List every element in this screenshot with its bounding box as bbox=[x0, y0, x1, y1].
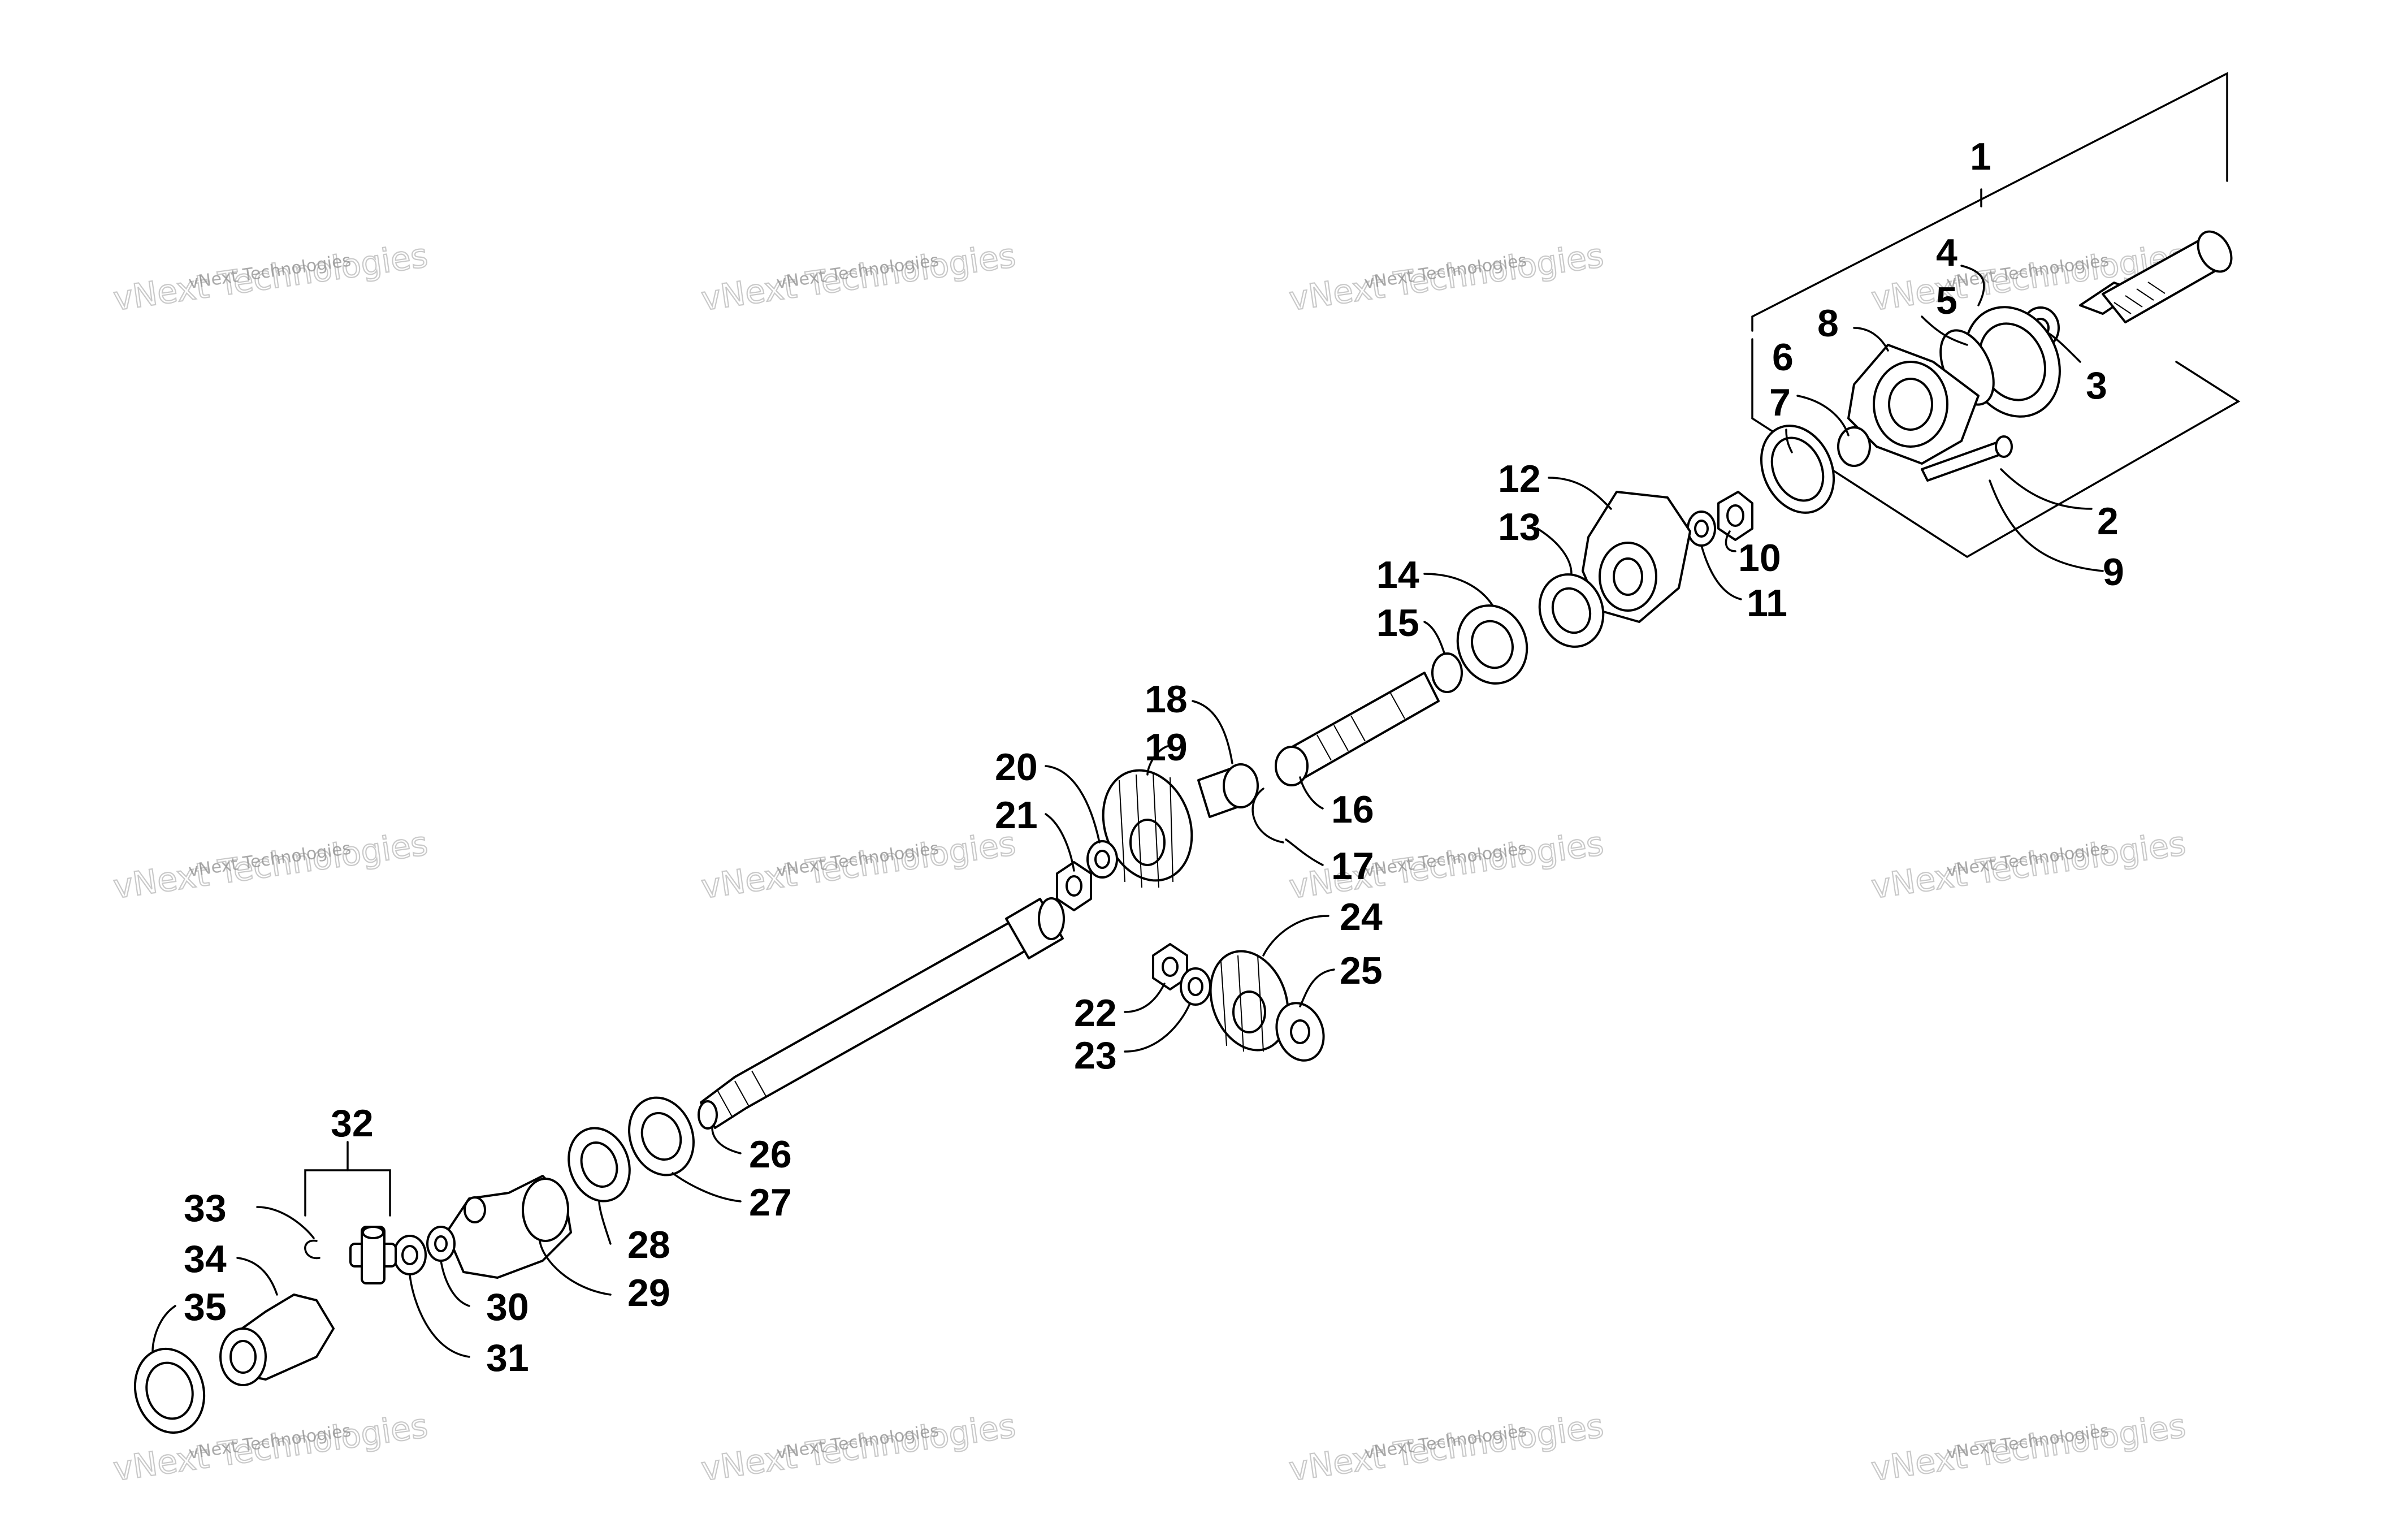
leader-lines bbox=[151, 265, 2104, 1358]
callout-15: 15 bbox=[1376, 602, 1419, 644]
callout-28: 28 bbox=[627, 1223, 670, 1266]
part-shaft-upper bbox=[2079, 230, 2233, 323]
callout-35: 35 bbox=[184, 1286, 227, 1329]
callout-6: 6 bbox=[1772, 336, 1794, 379]
callout-27: 27 bbox=[749, 1181, 792, 1224]
part-circlip-17 bbox=[1251, 788, 1284, 843]
callout-11: 11 bbox=[1747, 582, 1787, 625]
part-yoke-29 bbox=[445, 1175, 572, 1279]
part-bolt-9 bbox=[1921, 435, 2013, 482]
bracket-item-1 bbox=[1751, 72, 2228, 332]
callout-5: 5 bbox=[1936, 279, 1957, 322]
part-bearing-13 bbox=[1538, 573, 1605, 648]
part-washer-30 bbox=[426, 1226, 456, 1262]
callout-25: 25 bbox=[1340, 949, 1383, 992]
callout-21: 21 bbox=[995, 794, 1038, 837]
group-brackets bbox=[304, 72, 2241, 1217]
callout-2: 2 bbox=[2097, 500, 2119, 543]
part-bearing-28 bbox=[568, 1127, 631, 1202]
part-cap-31 bbox=[393, 1235, 427, 1275]
part-ring-15 bbox=[1431, 652, 1463, 693]
callout-32: 32 bbox=[331, 1102, 374, 1145]
part-ujoint-cross-32 bbox=[349, 1226, 397, 1284]
part-bearing-27 bbox=[628, 1096, 695, 1176]
callout-12: 12 bbox=[1498, 457, 1541, 500]
callout-29: 29 bbox=[627, 1271, 670, 1314]
part-seal-7 bbox=[1760, 425, 1835, 514]
part-pinion-gear-24 bbox=[1209, 950, 1289, 1052]
part-drive-shaft-26 bbox=[698, 897, 1065, 1130]
bracket-item-32 bbox=[304, 1169, 391, 1217]
callout-17: 17 bbox=[1331, 845, 1374, 888]
callout-19: 19 bbox=[1145, 726, 1188, 769]
part-bevel-gear-19 bbox=[1102, 769, 1193, 888]
part-nut-10 bbox=[1717, 491, 1753, 541]
callout-13: 13 bbox=[1498, 505, 1541, 548]
part-collar-18 bbox=[1197, 763, 1259, 818]
part-oring-6 bbox=[1837, 426, 1871, 467]
callout-14: 14 bbox=[1376, 553, 1419, 596]
part-boot-35 bbox=[133, 1347, 206, 1434]
callout-18: 18 bbox=[1145, 678, 1188, 721]
callout-16: 16 bbox=[1331, 788, 1374, 831]
callout-1: 1 bbox=[1970, 135, 1991, 178]
part-washer-25 bbox=[1275, 1002, 1325, 1062]
callout-24: 24 bbox=[1340, 896, 1383, 938]
callout-labels: 1 2 3 4 5 6 7 8 9 10 11 12 13 14 15 16 1… bbox=[184, 135, 2124, 1379]
callout-23: 23 bbox=[1074, 1034, 1117, 1077]
part-washer-11 bbox=[1687, 511, 1716, 547]
bracket-item-2 bbox=[1751, 338, 2241, 559]
part-bearing-14 bbox=[1456, 604, 1528, 685]
part-hub-flange-8 bbox=[1847, 344, 1980, 465]
part-seal-housing bbox=[1939, 306, 2061, 418]
parts-layer bbox=[133, 230, 2233, 1434]
callout-26: 26 bbox=[749, 1133, 792, 1176]
callout-10: 10 bbox=[1738, 537, 1781, 579]
callout-3: 3 bbox=[2086, 364, 2107, 407]
part-shaft-16 bbox=[1275, 672, 1440, 786]
callout-34: 34 bbox=[184, 1238, 227, 1281]
callout-8: 8 bbox=[1817, 302, 1839, 345]
part-clip-33 bbox=[304, 1239, 321, 1260]
part-nut-21 bbox=[1056, 861, 1092, 911]
callout-31: 31 bbox=[486, 1336, 529, 1379]
callout-9: 9 bbox=[2103, 551, 2124, 594]
part-washer-23 bbox=[1180, 967, 1211, 1006]
callout-33: 33 bbox=[184, 1187, 227, 1230]
part-hub-12 bbox=[1582, 491, 1691, 623]
callout-20: 20 bbox=[995, 746, 1038, 789]
callout-7: 7 bbox=[1769, 381, 1791, 424]
part-washer-20 bbox=[1086, 840, 1118, 879]
callout-30: 30 bbox=[486, 1286, 529, 1329]
callout-4: 4 bbox=[1936, 231, 1957, 274]
part-yoke-34 bbox=[219, 1294, 335, 1386]
callout-22: 22 bbox=[1074, 992, 1117, 1035]
